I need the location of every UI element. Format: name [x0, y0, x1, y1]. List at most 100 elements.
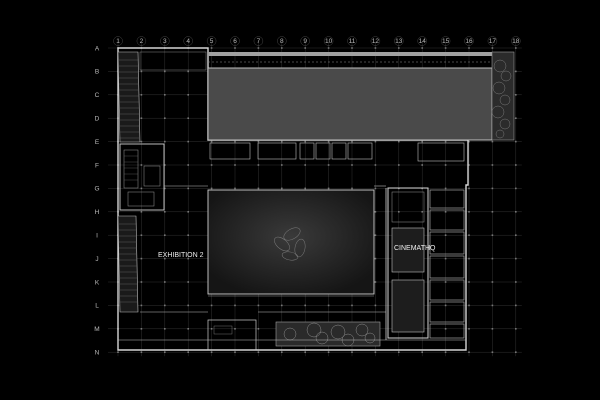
grid-node [210, 351, 213, 353]
grid-node [117, 351, 119, 353]
grid-row-label: A [95, 45, 100, 52]
grid-node [210, 164, 213, 166]
grid-col-bubble [370, 36, 381, 46]
grid-node [444, 164, 447, 166]
grid-node [491, 140, 494, 143]
grid-node [421, 47, 423, 49]
grid-node [374, 234, 377, 236]
grid-col-label: 14 [419, 38, 427, 45]
grid-node [468, 304, 470, 307]
grid-node [187, 281, 189, 283]
grid-col-label: 8 [280, 38, 284, 45]
grid-node [491, 304, 494, 307]
grid-node [257, 351, 260, 353]
grid-node [304, 164, 306, 166]
grid-node [374, 187, 377, 190]
grid-node [491, 164, 494, 166]
grid-node [374, 47, 377, 49]
grid-col-label: 6 [233, 38, 237, 45]
grid-node [515, 94, 517, 96]
grid-node [468, 234, 470, 236]
service-rooms [209, 142, 465, 162]
grid-node [351, 164, 353, 166]
grid-node [281, 47, 283, 49]
grid-node [164, 164, 166, 166]
grid-col-label: 15 [442, 38, 450, 45]
grid-node [444, 140, 447, 143]
grid-node [468, 187, 470, 190]
grid-node [515, 47, 517, 49]
flower-sculpture [274, 227, 306, 261]
grid-node [304, 351, 306, 353]
grid-node [187, 234, 189, 236]
grid-node [164, 70, 166, 73]
grid-node [491, 234, 494, 236]
grid-node [374, 140, 377, 143]
grid-col-bubble [347, 36, 357, 46]
grid-node [374, 164, 377, 166]
grid-node [140, 117, 143, 119]
interior-walls [118, 185, 466, 341]
grid-row-label: G [94, 186, 99, 193]
grid-node [140, 140, 143, 143]
entrance-strip [139, 51, 207, 71]
grid-node [421, 140, 423, 143]
grid-node [327, 187, 330, 190]
grid-col-label: 9 [303, 38, 307, 45]
grid-node [140, 211, 143, 213]
grid-col-bubble [253, 36, 264, 46]
grid-node [491, 211, 494, 213]
grid-node [374, 304, 377, 307]
grid-col-label: 5 [210, 38, 214, 45]
grid-node [444, 211, 447, 213]
grid-node [398, 47, 400, 49]
grid-node [491, 351, 494, 353]
grid-node [444, 187, 447, 190]
grid-node [444, 47, 447, 49]
grid-node [140, 187, 143, 190]
grid-col-label: 10 [325, 38, 333, 45]
grid-node [140, 164, 143, 166]
grid-node [234, 351, 236, 353]
grid-node [187, 211, 189, 213]
grid-node [281, 164, 283, 166]
cinematheque-block [385, 187, 465, 340]
grid-node [515, 351, 517, 353]
grid-node [140, 70, 143, 73]
grid-node [210, 328, 213, 330]
grid-node [257, 164, 260, 166]
grid-node [164, 257, 166, 260]
grid-node [515, 140, 517, 143]
grid-col-bubble [464, 36, 474, 46]
grid-node [164, 351, 166, 353]
grid-node [491, 257, 494, 260]
grid-node [491, 47, 494, 49]
grid-node [140, 94, 143, 96]
grid-node [304, 140, 306, 143]
ramp-north [117, 51, 141, 143]
grid-node [515, 187, 517, 190]
grid-node [187, 94, 189, 96]
grid-col-bubble [206, 36, 217, 46]
grid-node [398, 351, 400, 353]
grid-node [515, 257, 517, 260]
grid-node [304, 47, 306, 49]
grid-node [234, 47, 236, 49]
grid-node [327, 140, 330, 143]
grid-node [421, 351, 423, 353]
grid-row-label: K [95, 279, 100, 286]
grid-node [515, 328, 517, 330]
grid-node [187, 140, 189, 143]
grid-node [468, 328, 470, 330]
grid-node [468, 351, 470, 353]
grid-node [327, 164, 330, 166]
grid-node [468, 281, 470, 283]
grid-col-bubble [511, 36, 521, 46]
planting-strip-east [491, 51, 515, 141]
grid-node [164, 328, 166, 330]
grid-node [187, 328, 189, 330]
grid-node [140, 351, 143, 353]
grid-node [374, 211, 377, 213]
grid-node [398, 164, 400, 166]
